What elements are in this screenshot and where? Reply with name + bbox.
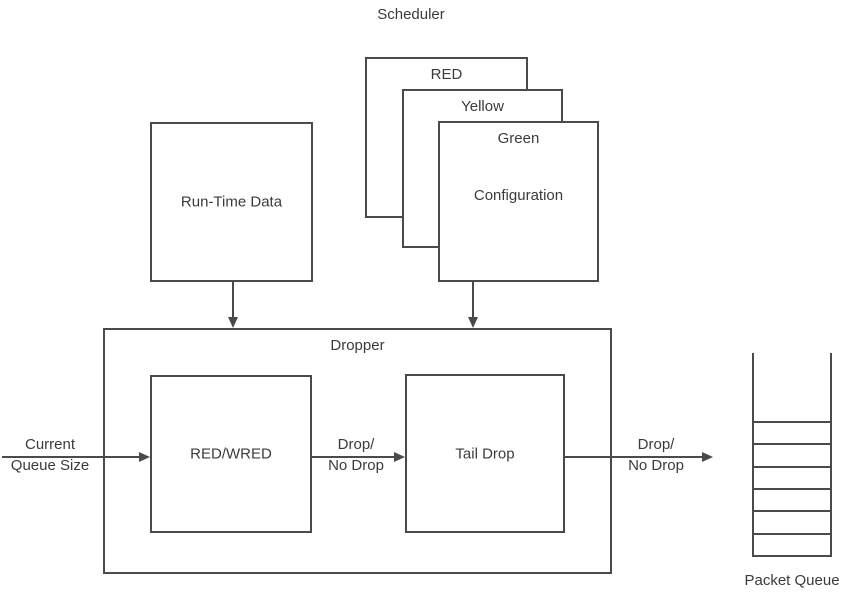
output-flow-label-line2: No Drop	[628, 457, 684, 474]
mid-flow-label: Drop/ No Drop	[310, 434, 402, 476]
packet-queue-slot-divider	[754, 421, 830, 423]
packet-queue-slot-divider	[754, 533, 830, 535]
output-flow-label-line1: Drop/	[637, 436, 675, 453]
dropper-box: Dropper RED/WRED Tail Drop	[103, 328, 612, 574]
mid-flow-label-line1: Drop/	[337, 436, 375, 453]
packet-queue-label: Packet Queue	[744, 572, 840, 589]
dropper-title: Dropper	[330, 337, 385, 354]
mid-flow-arrowhead-icon	[394, 452, 405, 462]
config-to-dropper-arrowhead-icon	[468, 317, 478, 328]
input-flow-label-line2: Queue Size	[10, 457, 90, 474]
output-flow-line	[565, 456, 702, 458]
packet-queue	[752, 353, 832, 557]
mid-flow-label-line2: No Drop	[328, 457, 384, 474]
tail-drop-label: Tail Drop	[455, 445, 515, 462]
runtime-data-box: Run-Time Data	[150, 122, 313, 282]
packet-queue-slot-divider	[754, 443, 830, 445]
runtime-to-dropper-connector	[232, 282, 234, 318]
packet-queue-slot-divider	[754, 510, 830, 512]
packet-queue-slot-divider	[754, 466, 830, 468]
red-wred-label: RED/WRED	[190, 445, 272, 463]
input-flow-line	[2, 456, 139, 458]
red-config-card-label: RED	[430, 66, 463, 83]
yellow-config-card-label: Yellow	[461, 98, 504, 115]
input-flow-label-line1: Current	[24, 436, 76, 453]
runtime-data-label: Run-Time Data	[180, 193, 283, 211]
output-flow-label: Drop/ No Drop	[606, 434, 706, 476]
red-wred-box: RED/WRED	[150, 375, 312, 533]
scheduler-title: Scheduler	[377, 6, 445, 23]
green-config-card: Green Configuration	[438, 121, 599, 282]
green-config-card-label: Green	[497, 130, 540, 147]
input-flow-label: Current Queue Size	[0, 434, 100, 476]
output-flow-arrowhead-icon	[702, 452, 713, 462]
config-to-dropper-connector	[472, 282, 474, 318]
configuration-label: Configuration	[473, 187, 564, 204]
input-flow-arrowhead-icon	[139, 452, 150, 462]
mid-flow-line	[312, 456, 394, 458]
runtime-to-dropper-arrowhead-icon	[228, 317, 238, 328]
packet-queue-slot-divider	[754, 488, 830, 490]
tail-drop-box: Tail Drop	[405, 374, 565, 533]
